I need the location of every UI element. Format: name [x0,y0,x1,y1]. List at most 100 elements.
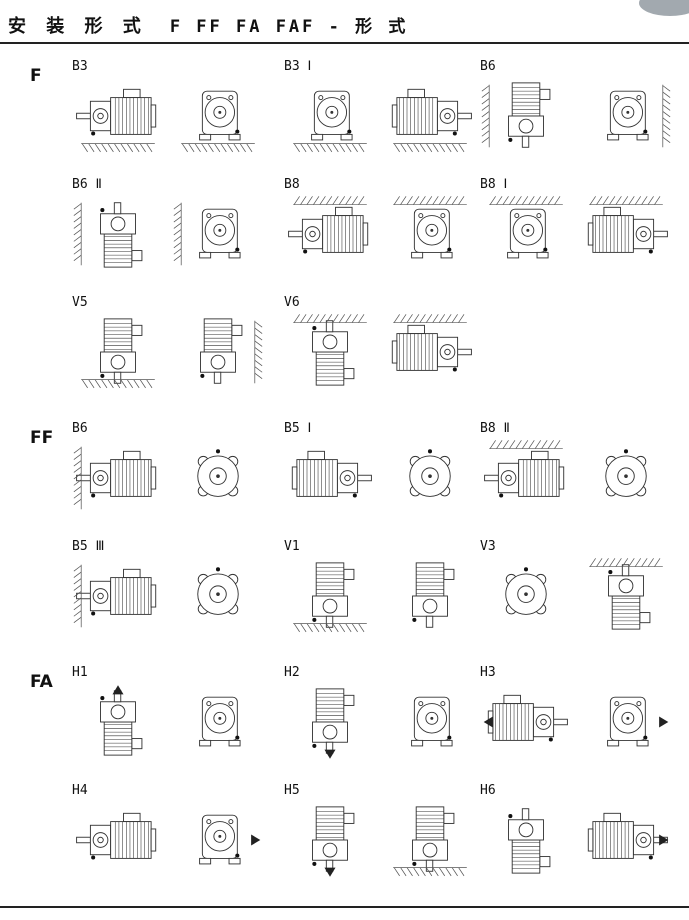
gear-front-drawing [293,90,367,153]
mounting-code: V3 [480,539,496,554]
mounting-code: B6 [72,421,88,436]
motor-side-mirrored-drawing [391,314,472,372]
gear-front-drawing [393,196,467,259]
drawing-pair [284,194,480,274]
motor-vertical-shaft-down-drawing [293,562,367,633]
motor-side-drawing [288,196,369,254]
motor-side-drawing [73,446,157,510]
drawing-pair [72,76,284,156]
mounting-cell: H3 [480,656,680,774]
motor-side-drawing [484,440,565,498]
mounting-code: B6 Ⅱ [72,177,102,192]
flange-front-drawing [197,567,239,615]
motor-side-drawing [76,812,157,860]
mounting-cell: H1 [72,656,284,774]
mounting-cell: H2 [284,656,480,774]
mounting-cell: H4 [72,774,284,892]
gear-front-drawing [199,696,241,747]
drawing-pair [72,438,284,518]
drawing-pair [480,438,680,518]
cells-grid: B3 B3 Ⅰ B6 B6 Ⅱ [72,50,689,404]
drawing-pair [284,556,480,636]
mounting-code: B5 Ⅲ [72,539,105,554]
gear-front-drawing [181,90,255,153]
mounting-code: B8 Ⅰ [480,177,508,192]
motor-side-mirrored-drawing [587,196,668,254]
mounting-cell: B5 Ⅰ [284,412,480,530]
mounting-code: B5 Ⅰ [284,421,312,436]
motor-side-drawing [73,564,157,628]
motor-vertical-shaft-up-drawing [73,202,143,268]
motor-vertical-shaft-down-drawing [200,318,263,384]
mounting-cell: V1 [284,530,480,648]
motor-side-drawing [76,88,157,153]
gear-front-drawing [607,84,671,148]
drawing-pair [284,76,480,156]
motor-vertical-shaft-down-drawing [312,806,355,877]
series-section: FF B6 B5 Ⅰ B8 Ⅱ B5 Ⅲ [0,412,689,648]
motor-vertical-shaft-down-drawing [312,688,355,759]
header-rule [0,42,689,44]
mounting-cell: H6 [480,774,680,892]
drawing-pair [284,682,480,762]
drawing-pair [480,682,680,762]
mounting-code: H3 [480,665,496,680]
series-section: F B3 B3 Ⅰ B6 B6 Ⅱ [0,50,689,404]
page-title-chinese: 安 装 形 式 [8,16,148,37]
bottom-rule [0,906,689,908]
mounting-code: H2 [284,665,300,680]
flange-front-drawing [505,567,547,615]
mounting-cell: B6 Ⅱ [72,168,284,286]
motor-vertical-shaft-down-drawing [81,318,155,389]
mounting-forms-grid: F B3 B3 Ⅰ B6 B6 Ⅱ [0,50,689,900]
drawing-pair [480,194,680,274]
mounting-code: B6 [480,59,496,74]
series-label: F [30,66,42,86]
motor-vertical-shaft-up-drawing [293,314,367,386]
drawing-pair [480,800,680,880]
flange-front-drawing [409,449,451,497]
mounting-cell: B8 Ⅱ [480,412,680,530]
motor-vertical-shaft-up-drawing [100,685,143,756]
mounting-code: H5 [284,783,300,798]
motor-vertical-shaft-down-drawing [393,806,467,877]
mounting-code: V5 [72,295,88,310]
drawing-pair [284,438,480,518]
drawing-pair [72,194,284,274]
mounting-code: B3 Ⅰ [284,59,312,74]
motor-side-mirrored-drawing [483,694,568,742]
drawing-pair [480,76,680,156]
gear-front-drawing [607,696,669,747]
motor-side-mirrored-drawing [291,450,372,498]
drawing-pair [72,556,284,636]
mounting-cell: B3 Ⅰ [284,50,480,168]
mounting-cell: H5 [284,774,480,892]
mounting-code: V1 [284,539,300,554]
motor-vertical-shaft-up-drawing [508,808,551,874]
motor-vertical-shaft-down-drawing [481,82,551,148]
mounting-cell: V3 [480,530,680,648]
mounting-code: B8 [284,177,300,192]
page-header: 安 装 形 式 F FF FA FAF - 形 式 [8,12,408,38]
drawing-pair [72,312,284,392]
page-title-forms: F FF FA FAF - 形 式 [169,17,409,37]
logo-fragment [639,0,689,16]
series-label: FF [30,428,54,448]
empty-cell [480,286,680,404]
mounting-cell: B8 [284,168,480,286]
mounting-cell: B6 [480,50,680,168]
mounting-code: B8 Ⅱ [480,421,510,436]
mounting-cell: B6 [72,412,284,530]
motor-side-mirrored-drawing [587,812,669,860]
gear-front-drawing [199,814,261,865]
drawing-pair [72,800,284,880]
flange-front-drawing [605,449,647,497]
mounting-code: H6 [480,783,496,798]
mounting-cell: B5 Ⅲ [72,530,284,648]
drawing-pair [284,312,480,392]
mounting-cell: V6 [284,286,480,404]
motor-vertical-shaft-up-drawing [589,558,663,630]
mounting-cell: B3 [72,50,284,168]
